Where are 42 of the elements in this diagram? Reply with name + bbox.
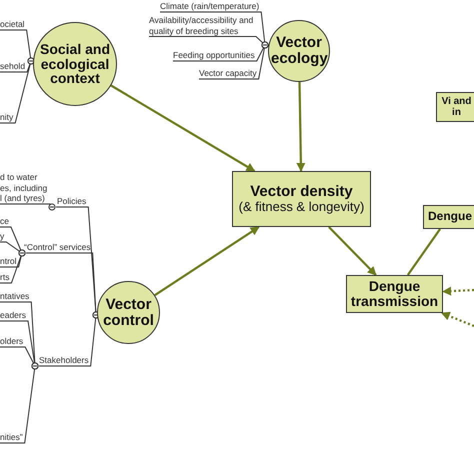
arrow bbox=[440, 312, 474, 328]
factor-label: d to water es, including l (and tyres) bbox=[0, 172, 48, 204]
factor-label: ntrol bbox=[0, 256, 17, 266]
leader-line bbox=[198, 42, 268, 80]
factor-label: Feeding opportunities bbox=[173, 50, 255, 60]
leader-line bbox=[38, 312, 100, 366]
factor-label: Stakeholders bbox=[39, 355, 89, 366]
leader-line bbox=[0, 362, 38, 444]
process-box bbox=[436, 92, 474, 122]
process-box bbox=[232, 171, 371, 227]
leader-line bbox=[0, 250, 26, 284]
factor-label: ocietal bbox=[0, 19, 25, 30]
arrow bbox=[110, 84, 256, 172]
node-title: Social and ecological context bbox=[38, 42, 112, 86]
factor-label: ce bbox=[0, 216, 9, 226]
node-subtitle: (& fitness & longevity) bbox=[238, 200, 364, 214]
factor-label: nity bbox=[0, 112, 14, 122]
arrow bbox=[442, 286, 474, 296]
factor-label: Climate (rain/temperature) bbox=[160, 1, 260, 12]
node-title: Vi and in bbox=[440, 96, 472, 118]
factor-label: eaders bbox=[0, 310, 26, 320]
arrow bbox=[296, 82, 306, 172]
node-title: Dengue transmission bbox=[350, 278, 440, 310]
node-title: Dengue bbox=[427, 210, 473, 224]
factor-label: “Control” services bbox=[24, 242, 91, 252]
factor-label: rts bbox=[0, 272, 10, 282]
node-title: Vector ecology bbox=[271, 35, 327, 67]
node-title: Vector control bbox=[102, 296, 155, 328]
leader-line bbox=[0, 204, 56, 210]
arrow bbox=[154, 226, 260, 296]
node-title: Vector density bbox=[250, 184, 353, 200]
arrow bbox=[328, 226, 377, 276]
process-box bbox=[423, 205, 474, 229]
factor-label: sehold bbox=[0, 61, 26, 72]
factor-label: olders bbox=[0, 336, 24, 346]
factor-label: ntatives bbox=[0, 291, 30, 302]
factor-label: Policies bbox=[57, 196, 86, 206]
factor-label: y bbox=[0, 231, 4, 242]
factor-label: nities” bbox=[0, 432, 23, 442]
factor-label: Vector capacity bbox=[199, 68, 257, 78]
leader-line bbox=[0, 58, 34, 124]
factor-label: Availability/accessibility and quality of breeding sites bbox=[149, 15, 254, 36]
